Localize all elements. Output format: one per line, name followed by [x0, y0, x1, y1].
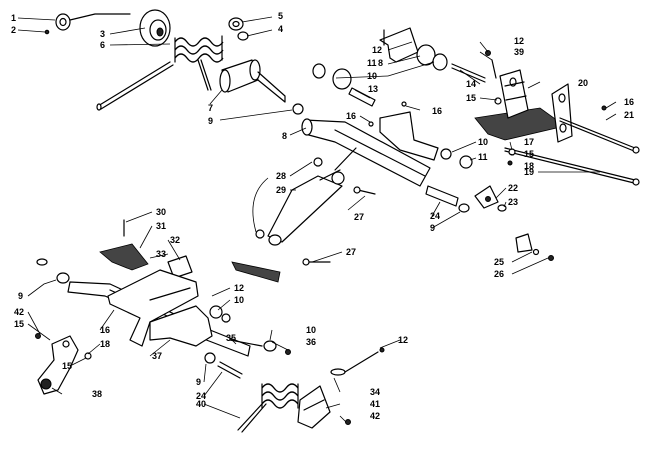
part-rod-6 [96, 61, 174, 111]
label-part-7: 7 [208, 103, 213, 113]
label-part-8-b: 8 [282, 131, 287, 141]
label-part-12-b: 12 [514, 36, 524, 46]
label-part-16-a: 16 [432, 106, 442, 116]
label-part-36: 36 [306, 337, 316, 347]
label-part-19: 19 [524, 167, 534, 177]
part-long-bolt-19 [504, 147, 640, 186]
part-plate-17 [474, 69, 566, 141]
label-part-29: 29 [276, 185, 286, 195]
label-part-13: 13 [368, 84, 378, 94]
label-part-3: 3 [100, 29, 105, 39]
leader-lines [17, 16, 617, 423]
label-part-41: 41 [370, 399, 380, 409]
label-part-9-b: 9 [430, 223, 435, 233]
label-part-24-a: 24 [430, 211, 440, 221]
label-part-10-a: 10 [367, 71, 377, 81]
label-part-12-a: 12 [372, 45, 382, 55]
label-part-15-d: 15 [62, 361, 72, 371]
label-part-10-c: 10 [234, 295, 244, 305]
label-part-24-b: 24 [196, 391, 206, 401]
label-part-9-c: 9 [18, 291, 23, 301]
label-part-12-d: 12 [398, 335, 408, 345]
label-part-15-c: 15 [14, 319, 24, 329]
part-cross-shaft-8 [301, 118, 431, 187]
part-bolt-27-upper [353, 186, 376, 195]
label-part-11-a: 11 [367, 58, 377, 68]
part-spring-cap-3 [69, 9, 171, 47]
part-sleeve-7 [219, 59, 286, 103]
label-part-10-d: 10 [306, 325, 316, 335]
label-part-23: 23 [508, 197, 518, 207]
label-part-20: 20 [578, 78, 588, 88]
label-part-16-d: 16 [100, 325, 110, 335]
part-bolt-14 [451, 50, 497, 83]
part-arm-20 [551, 83, 607, 143]
part-bolt-27-lower [302, 258, 331, 266]
part-bracket-31 [99, 219, 193, 279]
part-washer-10-lower [229, 339, 291, 355]
label-part-35: 35 [226, 333, 236, 343]
label-part-38: 38 [92, 389, 102, 399]
part-blade [231, 261, 281, 283]
label-part-9-a: 9 [208, 116, 213, 126]
label-part-10-b: 10 [478, 137, 488, 147]
label-part-8-a: 8 [378, 58, 383, 68]
part-torsion-spring-lower [237, 383, 299, 433]
label-part-31: 31 [156, 221, 166, 231]
label-part-27-a: 27 [354, 212, 364, 222]
label-part-9-d: 9 [196, 377, 201, 387]
label-part-16-c: 16 [624, 97, 634, 107]
part-shock-absorber-29 [255, 147, 357, 246]
label-part-40: 40 [196, 399, 206, 409]
label-part-15-a: 15 [466, 93, 476, 103]
part-bushing-5 [228, 17, 249, 41]
label-part-33: 33 [156, 249, 166, 259]
part-hook-34 [330, 347, 385, 376]
part-yoke-16 [368, 101, 473, 169]
part-a-arm-16 [107, 269, 199, 347]
label-part-12-c: 12 [234, 283, 244, 293]
label-part-14: 14 [466, 79, 476, 89]
part-pin-9-lower [36, 258, 70, 284]
part-nut-1 [44, 13, 71, 35]
part-number-labels: 1 2 3 6 5 4 12 8 11 10 13 12 39 20 14 15… [11, 11, 634, 421]
label-part-2: 2 [11, 25, 16, 35]
label-part-16-b: 16 [346, 111, 356, 121]
part-block-22 [425, 185, 507, 213]
label-part-21: 21 [624, 110, 634, 120]
label-part-37: 37 [152, 351, 162, 361]
part-bracket-41 [297, 385, 351, 429]
label-part-17: 17 [524, 137, 534, 147]
label-part-42-b: 42 [370, 411, 380, 421]
part-bushings-10-11-upper [312, 44, 448, 107]
part-pin-24-lower [204, 352, 243, 379]
label-part-22: 22 [508, 183, 518, 193]
part-disc-25 [515, 233, 554, 261]
label-part-18-a: 18 [524, 161, 534, 171]
part-bracket-12-upper [379, 27, 419, 63]
part-torsion-spring-upper [174, 35, 224, 91]
label-part-6: 6 [100, 40, 105, 50]
part-long-bolt-21 [559, 117, 640, 154]
label-part-15-b: 15 [524, 149, 534, 159]
label-part-42-a: 42 [14, 307, 24, 317]
label-part-25: 25 [494, 257, 504, 267]
label-part-30: 30 [156, 207, 166, 217]
label-part-28: 28 [276, 171, 286, 181]
label-part-27-b: 27 [346, 247, 356, 257]
label-part-18-b: 18 [100, 339, 110, 349]
part-lever-38 [37, 335, 79, 395]
part-bushing-9-upper [292, 103, 304, 115]
part-nuts-lower-left [35, 333, 92, 360]
label-part-39: 39 [514, 47, 524, 57]
label-part-11-b: 11 [478, 152, 488, 162]
label-part-34: 34 [370, 387, 380, 397]
label-part-1: 1 [11, 13, 16, 23]
label-part-32: 32 [170, 235, 180, 245]
label-part-26: 26 [494, 269, 504, 279]
label-part-5: 5 [278, 11, 283, 21]
label-part-4: 4 [278, 24, 283, 34]
